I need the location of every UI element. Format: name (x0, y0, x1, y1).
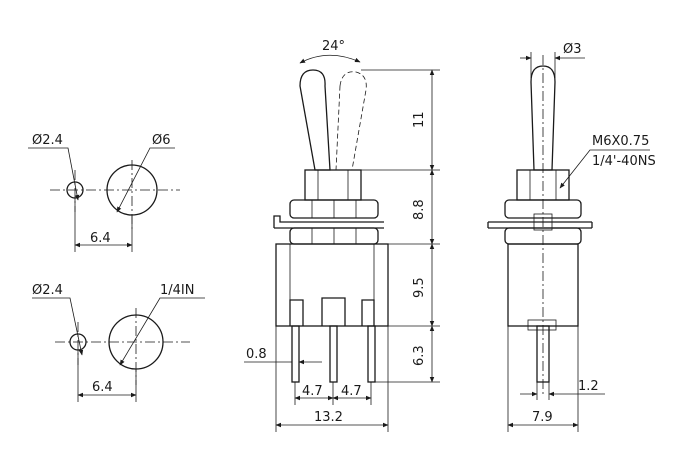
pitch-right-label: 4.7 (341, 384, 362, 399)
imperial-hole-spacing: 6.4 (92, 380, 113, 395)
body-width-label: 13.2 (314, 410, 343, 425)
lever-angle-label: 24° (322, 39, 345, 54)
metric-hole-spacing: 6.4 (90, 231, 111, 246)
side-view: Ø3 M6X0.75 1/4'-40NS 1.2 7.9 (487, 42, 656, 432)
panel-hole-metric: Ø2.4 Ø6 6.4 (28, 133, 180, 252)
side-upper-nut (504, 199, 582, 219)
lock-washer-tab (273, 215, 384, 228)
pitch-left-label: 4.7 (302, 384, 323, 399)
body-height-label: 9.5 (412, 277, 427, 298)
lever-height-label: 11 (412, 111, 427, 128)
thread-metric-label: M6X0.75 (592, 134, 649, 149)
lever-dashed (335, 71, 367, 171)
side-lever (530, 65, 556, 171)
side-terminal (536, 325, 550, 383)
terminal-width-label: 1.2 (578, 379, 599, 394)
imperial-small-hole-dia: Ø2.4 (32, 283, 63, 298)
metric-small-hole-dia: Ø2.4 (32, 133, 63, 148)
thread-imperial-label: 1/4'-40NS (592, 154, 656, 169)
switch-body (275, 243, 389, 327)
metric-large-hole-dia: Ø6 (152, 133, 171, 148)
terminal-center (329, 325, 338, 383)
terminal-right (367, 325, 376, 383)
terminal-left (291, 325, 300, 383)
lever-tip-dia-label: Ø3 (563, 42, 582, 57)
panel-hole-imperial: Ø2.4 1/4IN 6.4 (32, 283, 205, 402)
bushing (304, 169, 362, 201)
lever-solid (299, 69, 331, 171)
front-view: 24° (244, 39, 440, 432)
terminal-thickness-label: 0.8 (246, 347, 267, 362)
terminal-length-label: 6.3 (412, 345, 427, 366)
imperial-large-hole-dia: 1/4IN (160, 283, 194, 298)
bushing-height-label: 8.8 (412, 199, 427, 220)
body-depth-label: 7.9 (532, 410, 553, 425)
